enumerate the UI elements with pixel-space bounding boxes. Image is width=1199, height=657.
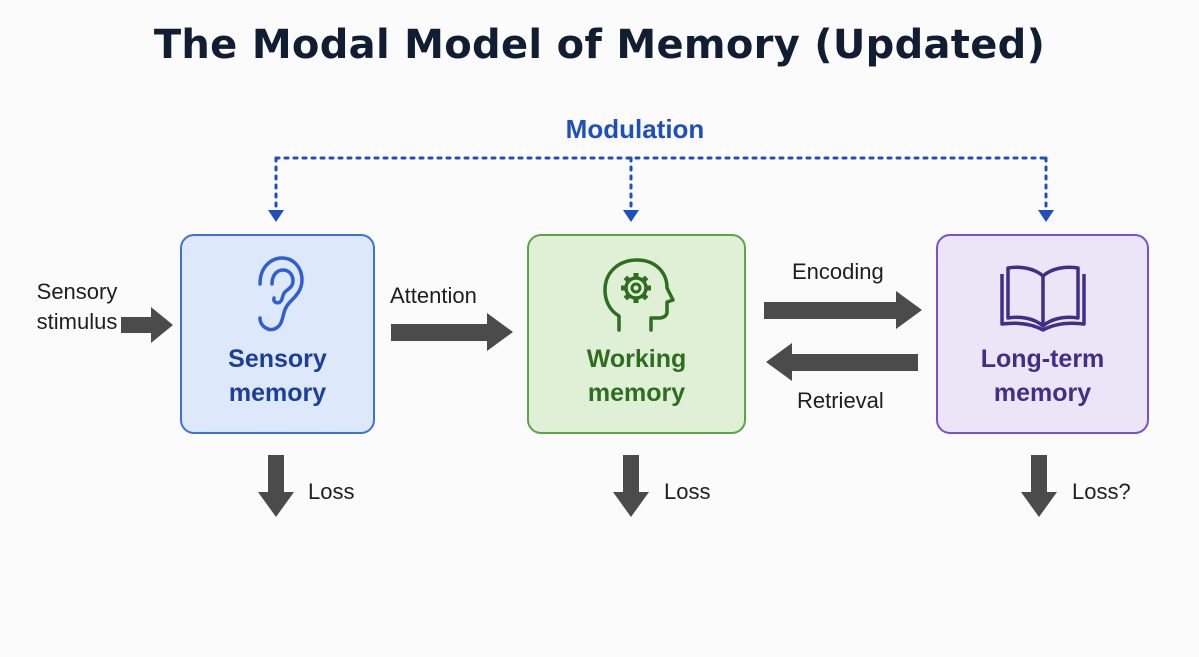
loss-label-working: Loss — [664, 479, 711, 504]
sensory-memory-label-line2: memory — [228, 379, 327, 407]
modulation-arrowhead-working — [623, 210, 639, 222]
attention-label: Attention — [390, 283, 477, 308]
attention-arrow — [391, 313, 513, 351]
working-memory-label-line1: Working — [586, 345, 687, 373]
modulation-arrowhead-ltm — [1038, 210, 1054, 222]
diagram-title: The Modal Model of Memory (Updated) — [153, 22, 1046, 68]
long-term-memory-label-line1: Long-term — [980, 345, 1105, 373]
encoding-label: Encoding — [792, 259, 884, 284]
loss-arrow-ltm — [1021, 455, 1057, 517]
modulation-label: Modulation — [565, 114, 705, 144]
retrieval-arrow — [766, 343, 918, 381]
modulation-arrowhead-sensory — [268, 210, 284, 222]
modulation-arrowheads — [268, 210, 1054, 222]
sensory-memory-label: Sensory memory — [182, 342, 373, 410]
modulation-connector — [274, 156, 1048, 212]
encoding-arrow — [764, 291, 922, 329]
loss-label-ltm: Loss? — [1072, 479, 1131, 504]
sensory-memory-box: Sensory memory — [180, 234, 375, 434]
sensory-stimulus-label: Sensory stimulus — [36, 279, 118, 334]
head-gear-icon — [597, 254, 677, 339]
ear-icon — [250, 254, 306, 339]
long-term-memory-label-line2: memory — [993, 379, 1092, 407]
retrieval-label: Retrieval — [797, 388, 884, 413]
loss-arrow-sensory — [258, 455, 294, 517]
loss-label-sensory: Loss — [308, 479, 355, 504]
loss-arrow-working — [613, 455, 649, 517]
working-memory-label: Working memory — [529, 342, 744, 410]
working-memory-label-line2: memory — [587, 379, 686, 407]
long-term-memory-box: Long-term memory — [936, 234, 1149, 434]
stimulus-arrow — [121, 307, 173, 343]
book-icon — [999, 262, 1086, 337]
sensory-memory-label-line1: Sensory — [228, 345, 327, 373]
working-memory-box: Working memory — [527, 234, 746, 434]
long-term-memory-label: Long-term memory — [938, 342, 1147, 410]
